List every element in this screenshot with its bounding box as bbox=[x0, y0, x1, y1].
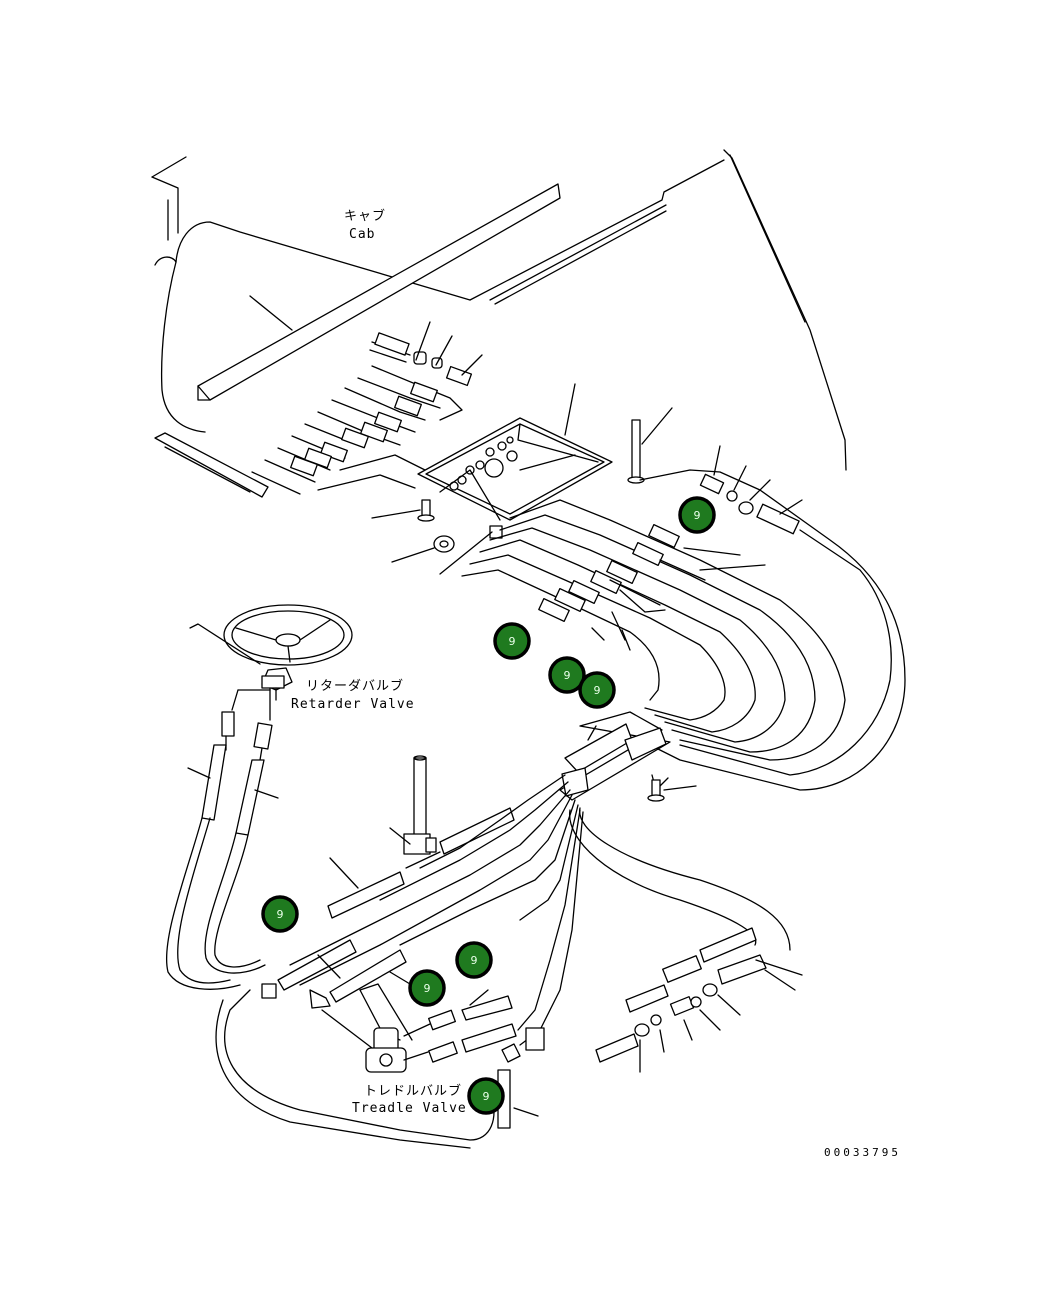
right-fittings bbox=[699, 445, 803, 535]
svg-text:9: 9 bbox=[564, 669, 571, 682]
treadle-label-en: Treadle Valve bbox=[352, 1101, 467, 1116]
treadle-valve bbox=[261, 983, 517, 1073]
callout-badge: 9 bbox=[455, 941, 493, 979]
svg-text:9: 9 bbox=[594, 684, 601, 697]
svg-text:9: 9 bbox=[277, 908, 284, 921]
document-number: 00033795 bbox=[824, 1146, 901, 1159]
lower-right-fittings bbox=[595, 927, 803, 1073]
cab-label: キャブ Cab bbox=[344, 208, 386, 242]
svg-text:9: 9 bbox=[483, 1090, 490, 1103]
treadle-label-ja: トレドルバルブ bbox=[364, 1083, 462, 1099]
left-hoses bbox=[166, 744, 279, 990]
lower-elbow bbox=[497, 1027, 545, 1129]
svg-text:9: 9 bbox=[694, 509, 701, 522]
cab-label-en: Cab bbox=[349, 227, 375, 242]
callout-badge: 9 bbox=[408, 969, 446, 1007]
plate-hardware bbox=[371, 407, 673, 575]
treadle-valve-label: トレドルバルブ Treadle Valve bbox=[352, 1083, 467, 1116]
svg-text:9: 9 bbox=[471, 954, 478, 967]
steering-wheel bbox=[189, 604, 353, 761]
callout-badge: 9 bbox=[578, 671, 616, 709]
callout-badge: 9 bbox=[678, 496, 716, 534]
middle-hose-bundle bbox=[461, 469, 906, 802]
cab-label-ja: キャブ bbox=[344, 208, 386, 224]
center-tee bbox=[327, 755, 515, 919]
retarder-label-en: Retarder Valve bbox=[291, 697, 415, 712]
callout-badge: 9 bbox=[467, 1077, 505, 1115]
retarder-valve-label: リターダバルブ Retarder Valve bbox=[291, 678, 415, 712]
svg-text:9: 9 bbox=[424, 982, 431, 995]
retarder-label-ja: リターダバルブ bbox=[306, 678, 404, 694]
callout-badge: 9 bbox=[548, 656, 586, 694]
callout-badge: 9 bbox=[493, 622, 531, 660]
mounting-plate bbox=[417, 383, 613, 539]
middle-fittings bbox=[538, 523, 766, 651]
svg-text:9: 9 bbox=[509, 635, 516, 648]
upper-fittings bbox=[290, 321, 483, 477]
cab-outline bbox=[151, 149, 847, 498]
callout-badge: 9 bbox=[261, 895, 299, 933]
lower-hoses bbox=[215, 774, 791, 1149]
